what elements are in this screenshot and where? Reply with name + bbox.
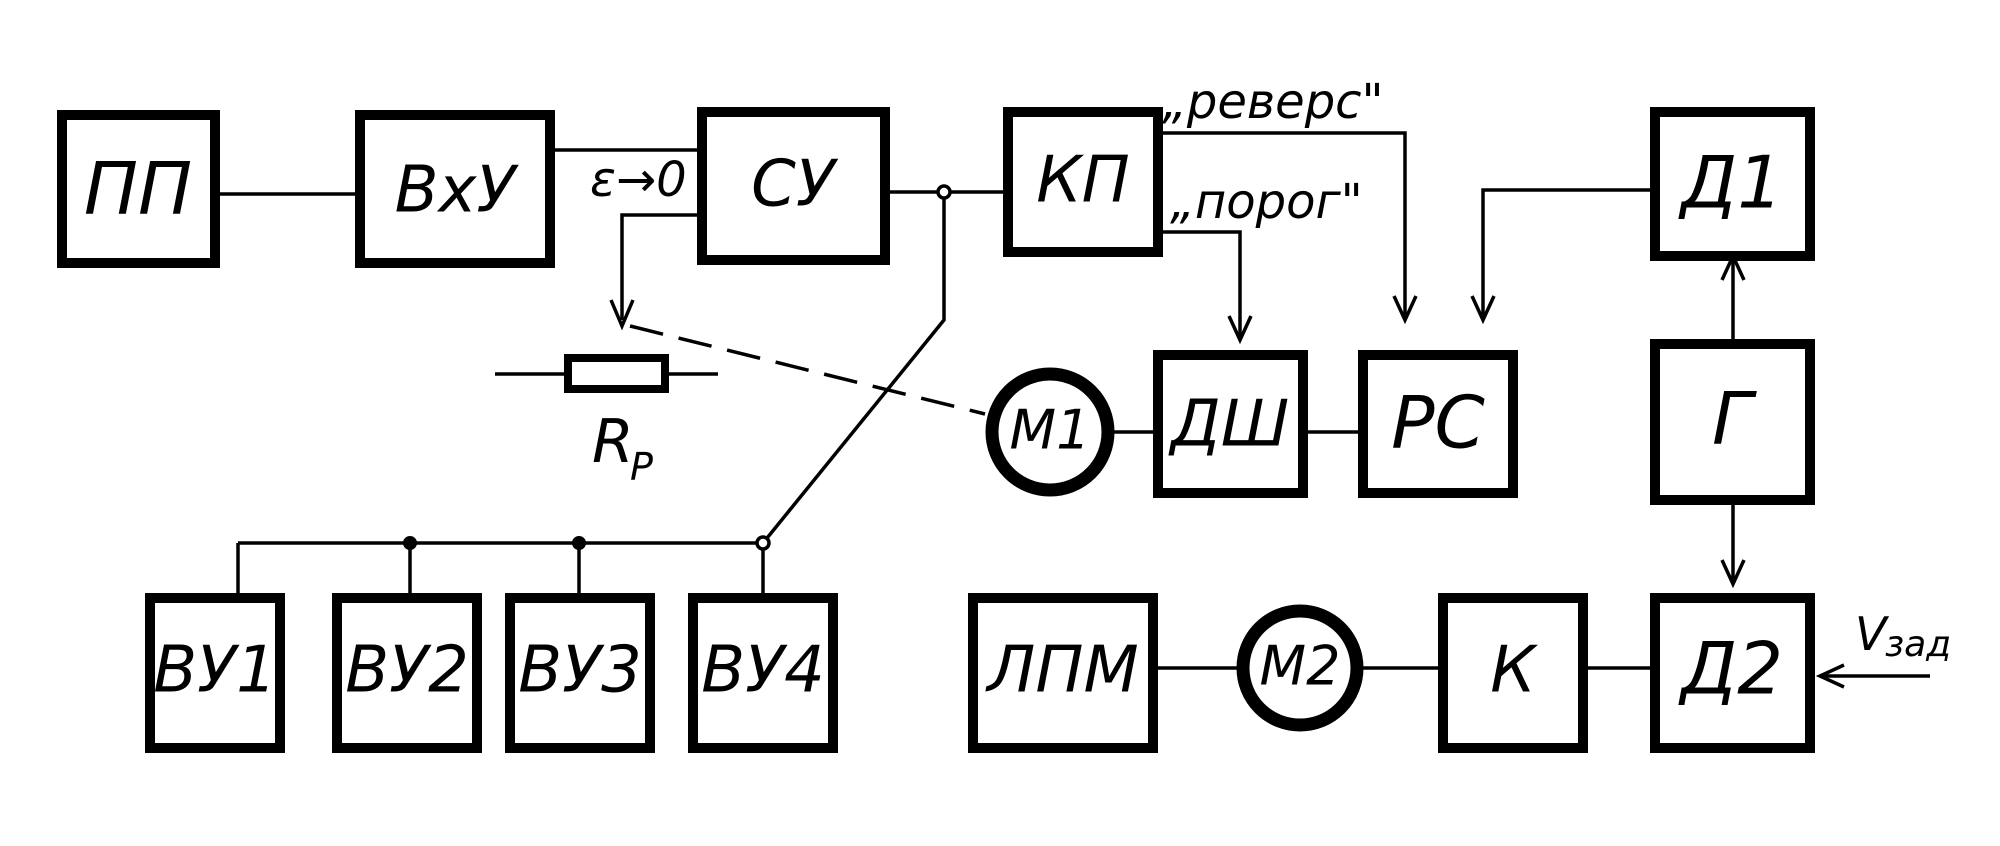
block-dsh: ДШ (1153, 350, 1308, 498)
block-pp: ПП (57, 110, 220, 268)
arrowhead-d2-from-g (1720, 559, 1746, 589)
block-vu2: ВУ2 (332, 593, 482, 753)
wire-junction-to-bus (761, 192, 946, 545)
block-rs-label: РС (1391, 381, 1485, 465)
block-k-label: К (1490, 634, 1538, 708)
resistor-rp (564, 354, 669, 393)
annotation-vzad: V зад (1855, 607, 1951, 665)
motor-m2: М2 (1236, 604, 1364, 732)
block-vu3: ВУ3 (505, 593, 655, 753)
arrow-heads (609, 251, 1845, 689)
annotation-threshold: „порог" (1170, 174, 1363, 230)
block-vu3-label: ВУ3 (518, 634, 642, 708)
block-su: СУ (697, 107, 890, 265)
junction-bus-vu4 (755, 535, 771, 551)
block-pp-label: ПП (84, 147, 192, 231)
annotation-rp-main: R (592, 407, 634, 477)
block-vxu-label: ВхУ (395, 154, 520, 228)
block-vu2-label: ВУ2 (345, 634, 469, 708)
block-vu4-label: ВУ4 (701, 634, 825, 708)
block-vu1-label: ВУ1 (153, 634, 277, 708)
block-g: Г (1650, 339, 1815, 505)
annotation-vzad-main: V (1855, 607, 1890, 661)
mechanical-link-dashed (629, 324, 986, 416)
annotation-rp: R Р (592, 407, 653, 489)
arrowhead-rs-d1 (1470, 295, 1496, 325)
wire-d1-rs (1481, 188, 1655, 318)
block-dsh-label: ДШ (1168, 388, 1289, 462)
wires (215, 131, 1930, 678)
block-k: К (1438, 593, 1588, 753)
annotation-vzad-sub: зад (1885, 624, 1951, 665)
wire-kp-reverse-rs (1158, 131, 1407, 318)
junction-bus-vu2 (403, 536, 417, 550)
block-d1: Д1 (1650, 107, 1815, 261)
block-lpm-label: ЛПМ (985, 634, 1138, 708)
arrowhead-dsh-threshold (1227, 315, 1253, 345)
junction-bus-vu3 (572, 536, 586, 550)
arrowhead-rs-reverse (1392, 295, 1418, 325)
wire-kp-threshold-dsh (1158, 230, 1242, 338)
block-d2-label: Д2 (1678, 627, 1783, 711)
block-vu4: ВУ4 (688, 593, 838, 753)
block-vu1: ВУ1 (145, 593, 285, 753)
block-rs: РС (1358, 350, 1518, 498)
junction-su-kp (936, 184, 952, 200)
arrowhead-d2-vzad (1815, 663, 1845, 689)
arrowhead-rp (609, 299, 635, 331)
block-kp: КП (1003, 107, 1163, 257)
wire-su-to-rp (620, 213, 702, 320)
annotation-reverse: „реверс" (1162, 74, 1384, 130)
block-kp-label: КП (1036, 144, 1130, 218)
block-lpm: ЛПМ (968, 593, 1158, 753)
block-vxu: ВхУ (355, 110, 555, 268)
block-d1-label: Д1 (1678, 141, 1783, 225)
block-su-label: СУ (751, 148, 839, 222)
block-d2: Д2 (1650, 593, 1815, 753)
annotation-epsilon: ε→0 (590, 152, 687, 208)
motor-m2-label: М2 (1260, 635, 1341, 698)
annotation-rp-sub: Р (630, 445, 653, 489)
motor-m1: М1 (985, 367, 1115, 497)
block-g-label: Г (1712, 377, 1757, 461)
motor-m1-label: М1 (1010, 399, 1091, 462)
junction-nodes (403, 184, 952, 551)
